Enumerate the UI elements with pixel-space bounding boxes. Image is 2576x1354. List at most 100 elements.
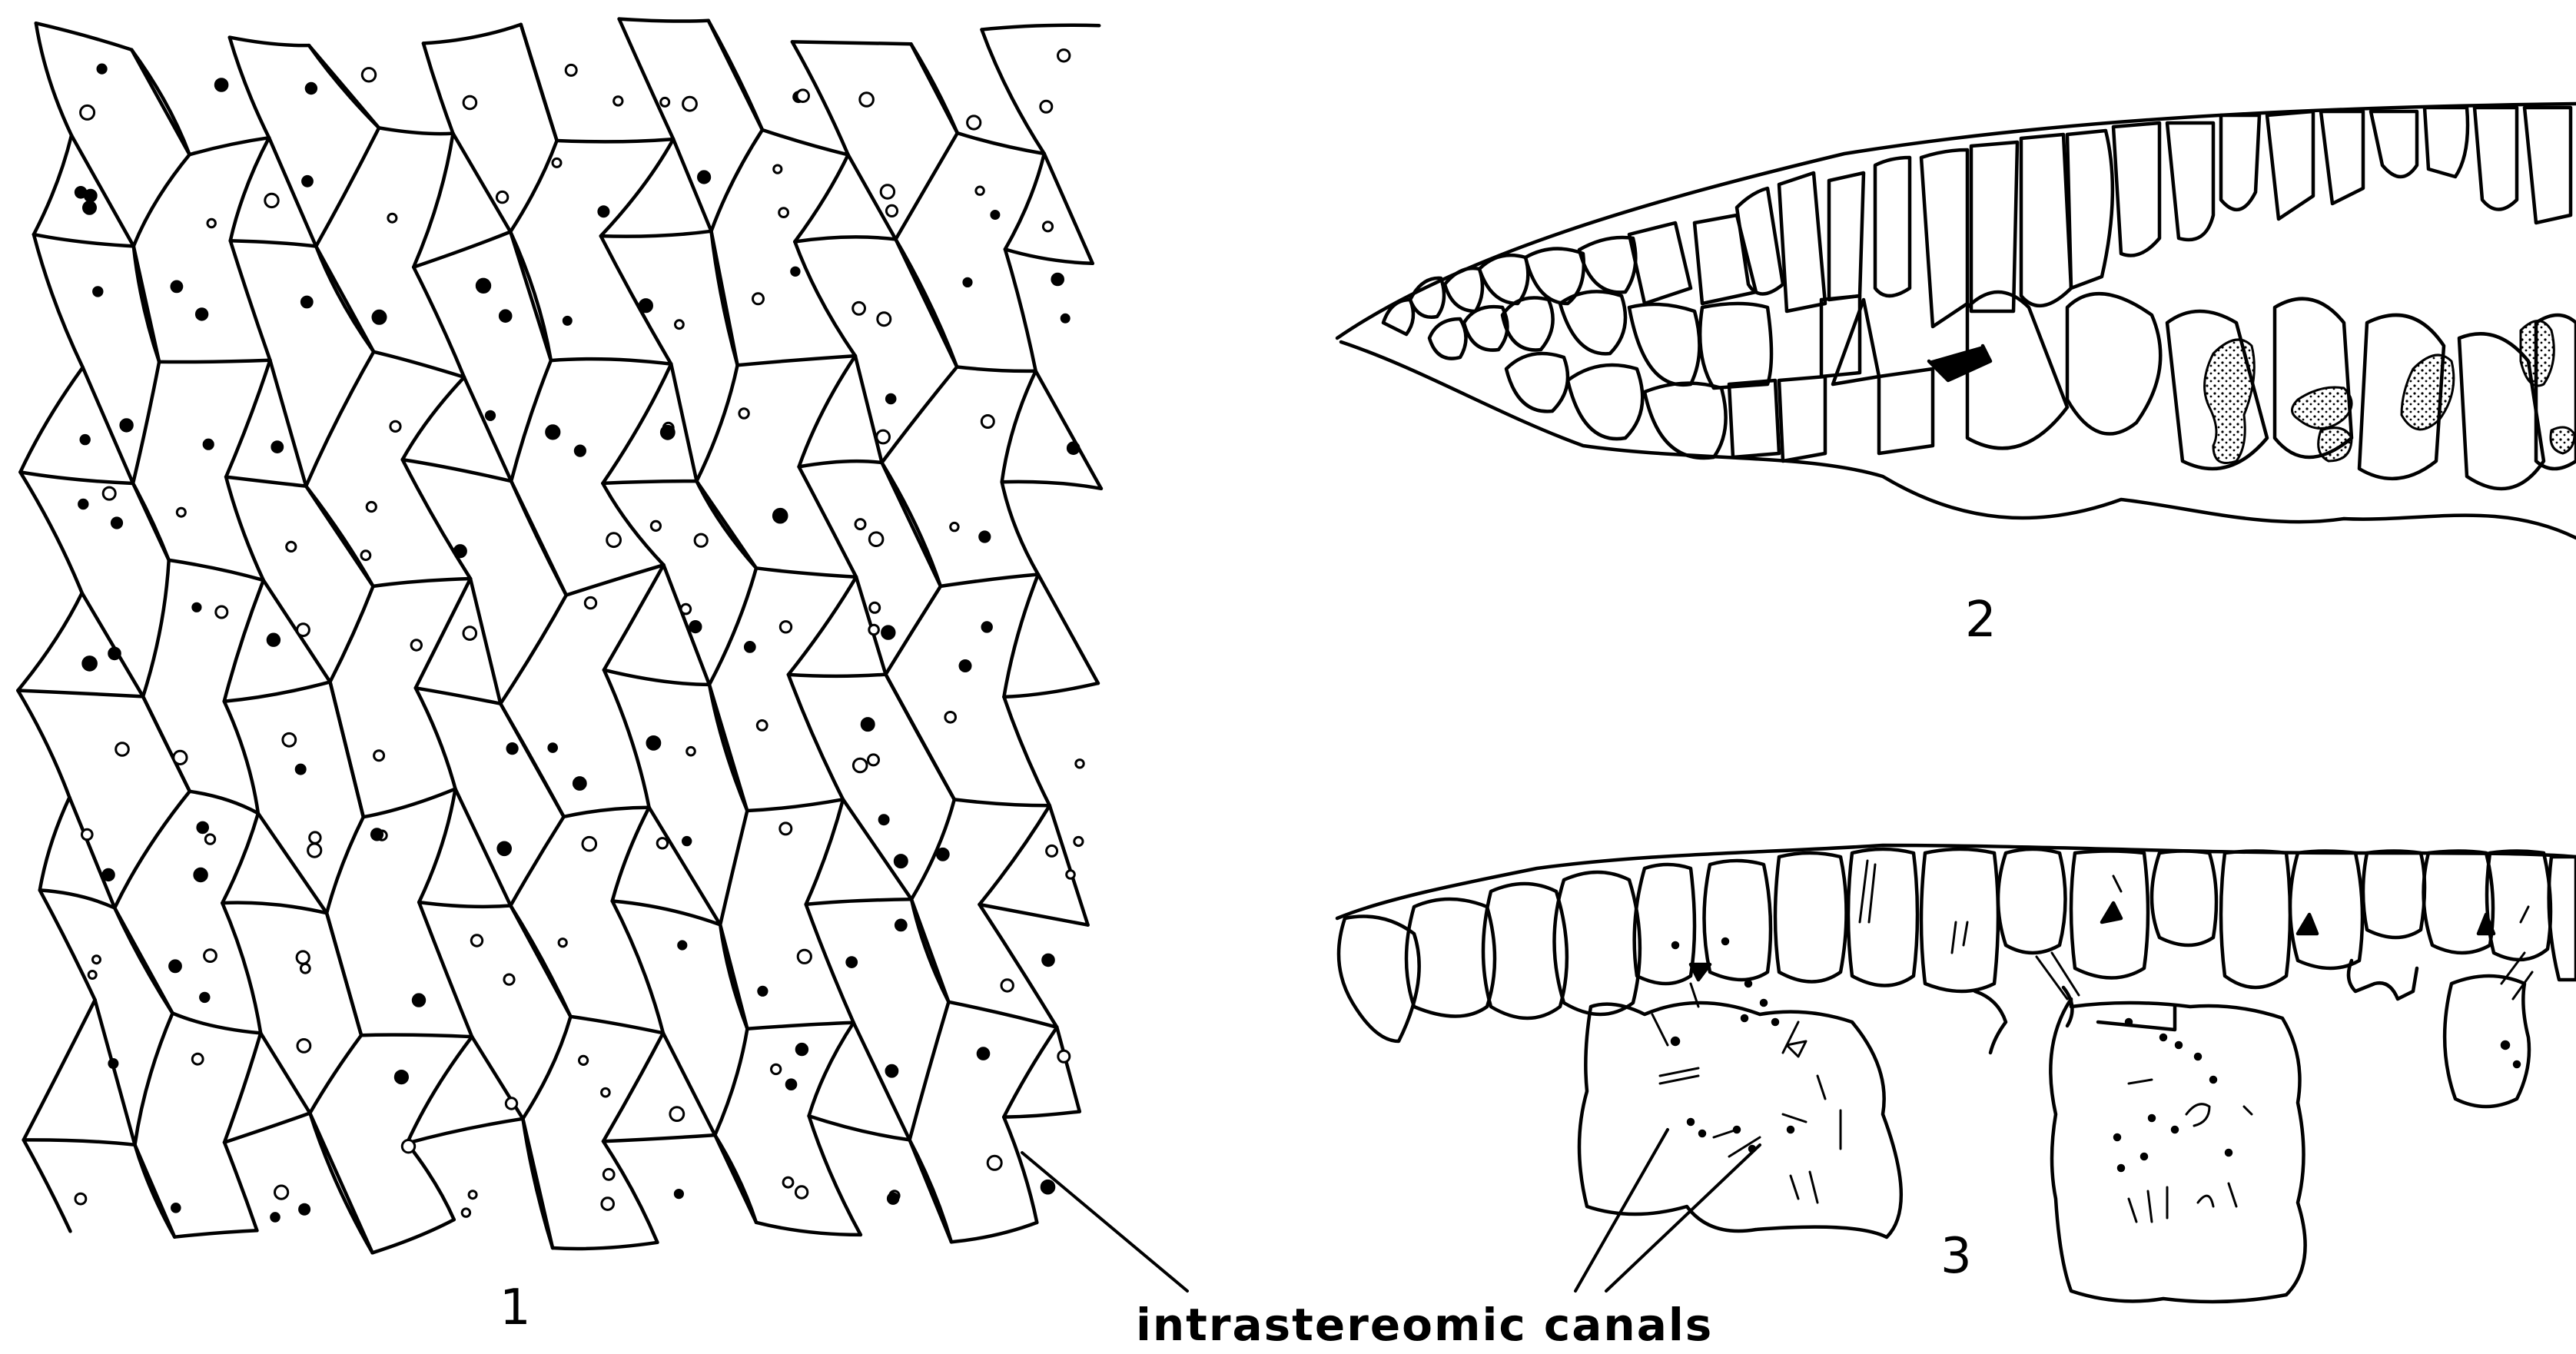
canal-pore xyxy=(306,83,316,93)
canal-pore xyxy=(462,1209,470,1216)
canal-pore xyxy=(982,622,991,632)
cell-wall xyxy=(603,1033,663,1141)
canal-pore xyxy=(797,90,809,102)
cell-wall xyxy=(224,1143,257,1231)
cell-wall xyxy=(1004,683,1098,697)
cell-wall xyxy=(310,1113,372,1253)
canal-pore xyxy=(549,744,557,752)
cell-wall xyxy=(174,1230,257,1236)
cell-wall xyxy=(1050,805,1088,924)
cell-wall xyxy=(173,1014,261,1034)
cell-wall xyxy=(809,1116,861,1235)
cell-wall xyxy=(603,1141,657,1243)
canal-pore xyxy=(1043,222,1052,231)
canal-pore xyxy=(471,935,482,946)
canal-pore xyxy=(945,712,956,723)
canal-pore xyxy=(679,941,686,949)
canal-pore xyxy=(301,297,312,307)
canal-pore xyxy=(103,869,114,880)
cell-wall xyxy=(464,377,511,481)
cell-wall xyxy=(715,1029,747,1135)
canal-pore xyxy=(1058,50,1070,61)
cell-wall xyxy=(564,808,649,817)
canal-pore xyxy=(75,188,86,198)
canal-pore xyxy=(739,409,749,418)
canal-pore xyxy=(297,624,310,636)
cell-wall xyxy=(403,460,512,481)
cell-wall xyxy=(799,356,855,466)
canal-pore xyxy=(413,994,424,1006)
canal-pore xyxy=(868,755,879,765)
cell-wall xyxy=(416,579,470,688)
canal-pore xyxy=(196,309,207,320)
cell-wall xyxy=(958,133,1044,154)
cell-wall xyxy=(795,242,855,357)
canal-pore xyxy=(753,294,764,304)
cell-wall xyxy=(980,805,1050,904)
canal-pore xyxy=(575,446,585,456)
canal-pore xyxy=(847,957,857,967)
cell-wall xyxy=(896,133,958,239)
cell-wall xyxy=(911,799,954,899)
canal-pore xyxy=(878,313,891,326)
cell-wall xyxy=(957,367,1036,371)
canal-pore xyxy=(780,622,791,632)
cell-wall xyxy=(709,568,756,685)
cell-wall xyxy=(720,924,747,1028)
canal-pore xyxy=(981,416,994,428)
cell-wall xyxy=(604,670,709,685)
canal-pore xyxy=(215,79,227,91)
cell-wall xyxy=(1004,575,1038,697)
canal-pore xyxy=(98,65,106,73)
canal-pore xyxy=(614,97,622,105)
canal-pore xyxy=(546,426,559,439)
canal-pore xyxy=(170,961,181,972)
cell-wall xyxy=(795,154,848,241)
canal-pore xyxy=(411,640,421,650)
canal-pore xyxy=(1001,980,1013,991)
cell-wall xyxy=(226,477,264,581)
cell-wall xyxy=(373,1220,454,1253)
canal-pore xyxy=(287,542,296,551)
cell-wall xyxy=(306,352,373,486)
cell-wall xyxy=(1004,697,1049,805)
canal-pore xyxy=(681,604,691,614)
canal-pore xyxy=(109,648,121,659)
canal-pore xyxy=(272,442,283,453)
cell-wall xyxy=(453,134,511,232)
canal-pore xyxy=(81,435,89,443)
cell-wall xyxy=(133,362,159,483)
cell-wall xyxy=(619,19,709,22)
canal-pore xyxy=(690,622,701,632)
cell-wall xyxy=(115,908,172,1014)
canal-pore xyxy=(683,837,691,845)
cell-wall xyxy=(712,231,738,365)
cell-wall xyxy=(1005,249,1036,370)
cell-wall xyxy=(419,789,455,903)
cell-wall xyxy=(601,231,712,237)
canal-pore xyxy=(198,822,208,833)
canal-pore xyxy=(895,920,906,931)
canal-pore xyxy=(194,868,207,881)
cell-wall xyxy=(697,481,757,568)
cell-wall xyxy=(671,364,696,481)
canal-pore xyxy=(1076,760,1084,768)
cell-wall xyxy=(416,688,501,703)
cell-wall xyxy=(511,360,551,481)
canal-pore xyxy=(860,93,874,107)
cell-wall xyxy=(612,901,721,925)
cell-wall xyxy=(135,1014,173,1145)
canal-pore xyxy=(1074,837,1083,845)
canal-pore xyxy=(390,421,400,431)
cell-wall xyxy=(470,579,500,704)
cell-wall xyxy=(523,1017,570,1119)
canal-pore xyxy=(116,743,129,756)
figure-1-cell-network xyxy=(18,19,1101,1253)
figure-3-number: 3 xyxy=(1940,1228,1972,1285)
canal-pore xyxy=(583,837,596,851)
cell-wall xyxy=(258,813,327,913)
canal-pore xyxy=(177,508,185,516)
canal-pore xyxy=(886,205,897,216)
cell-wall xyxy=(134,246,159,362)
